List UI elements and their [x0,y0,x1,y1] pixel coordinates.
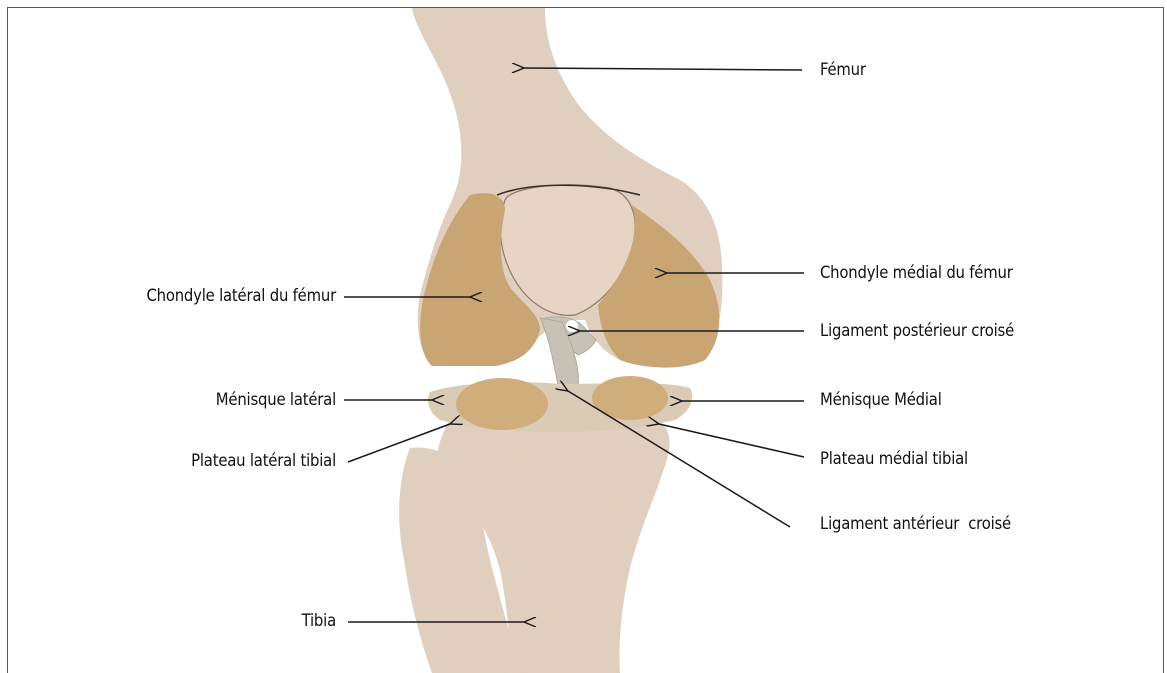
label-lateral-condyle: Chondyle latéral du fémur [60,286,336,305]
label-posterior-cruciate: Ligament postérieur croisé [820,321,1014,340]
label-medial-meniscus: Ménisque Médial [820,390,942,409]
arrow-medial-plateau [659,424,804,457]
lateral-meniscus [456,378,548,430]
label-lateral-meniscus: Ménisque latéral [140,390,336,409]
label-medial-condyle: Chondyle médial du fémur [820,263,1013,282]
label-lateral-tibial-plateau: Plateau latéral tibial [100,451,336,470]
notch-gap [566,320,578,332]
label-medial-tibial-plateau: Plateau médial tibial [820,449,968,468]
label-femur: Fémur [820,60,866,79]
label-tibia: Tibia [200,611,336,630]
label-anterior-cruciate: Ligament antérieur croisé [820,514,1011,533]
arrow-femur [524,68,802,70]
